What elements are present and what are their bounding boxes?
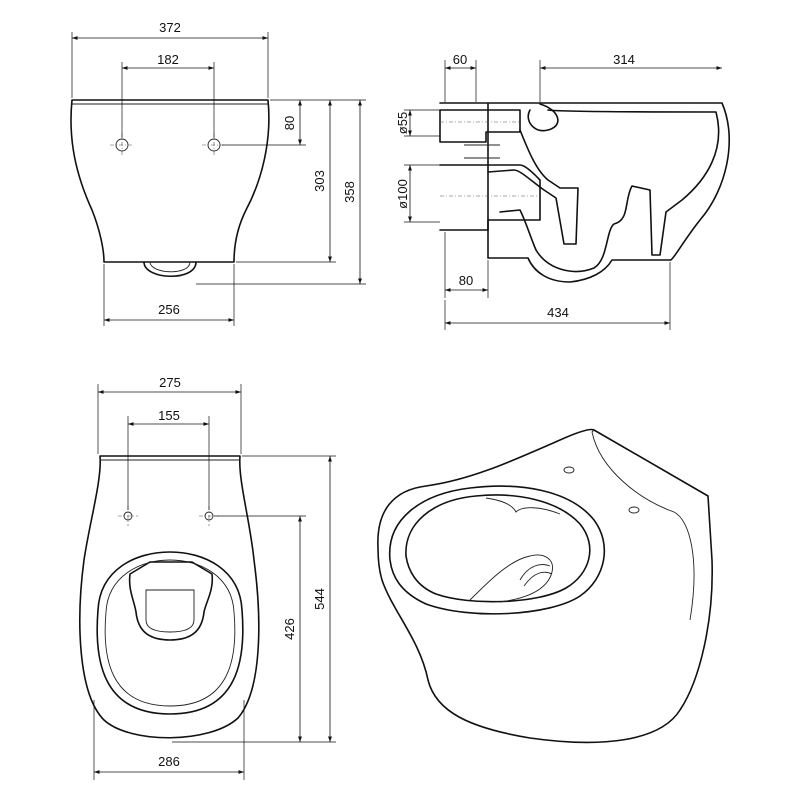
dim-front-hole-height: 80: [282, 116, 297, 130]
perspective-bowl-interior: [469, 554, 553, 603]
perspective-rim: [388, 485, 606, 615]
dim-side-overall-depth: 434: [547, 305, 569, 320]
side-view-outlet-pipe: [439, 164, 541, 231]
dim-top-hole-to-front: 426: [282, 618, 297, 640]
dim-front-base-width: 256: [158, 302, 180, 317]
dim-top-hole-spacing: 155: [158, 408, 180, 423]
dim-top-max-width: 286: [158, 754, 180, 769]
side-view-trap: [487, 129, 579, 245]
perspective-drain: [519, 564, 553, 587]
top-view-drain-opening: [145, 589, 195, 633]
top-view: 275 155 426 544 286: [79, 375, 336, 780]
dim-side-bowl-depth: 314: [613, 52, 635, 67]
perspective-mounting-hole-right: [628, 506, 640, 514]
dim-front-hole-spacing: 182: [157, 52, 179, 67]
dim-front-height-to-base: 303: [312, 170, 327, 192]
dim-top-back-width: 275: [159, 375, 181, 390]
perspective-outer-body: [377, 428, 713, 744]
top-view-outline: [79, 455, 260, 739]
top-view-seat: [96, 551, 244, 715]
perspective-view: [377, 428, 713, 744]
dim-front-overall-width: 372: [159, 20, 181, 35]
perspective-back-face: [591, 429, 695, 621]
side-view-outer-shell: [439, 102, 730, 283]
perspective-mounting-hole-left: [563, 466, 575, 474]
front-view-outlet-inner: [149, 261, 191, 273]
dim-side-outlet-diameter: ø100: [395, 179, 410, 209]
front-view-outlet: [143, 261, 197, 278]
dim-side-inlet-diameter: ø55: [395, 112, 410, 134]
top-view-seat-inner: [104, 559, 236, 707]
perspective-rim-channel: [485, 497, 561, 515]
dim-side-outlet-offset: 80: [459, 273, 473, 288]
side-view-bowl-interior: [499, 109, 720, 273]
dim-front-total-height: 358: [342, 181, 357, 203]
top-view-hinge-cover: [128, 561, 214, 641]
side-view-rim-channel: [527, 103, 559, 132]
front-view: 372 182 80 303 358 256: [70, 20, 366, 326]
dim-side-back-depth: 60: [453, 52, 467, 67]
perspective-bowl-opening: [405, 494, 591, 603]
front-view-body: [70, 99, 270, 263]
side-view-inlet-pipe: [439, 109, 521, 143]
side-section-view: 60 314 ø55 ø100 80 434: [395, 52, 730, 330]
dim-top-overall-length: 544: [312, 588, 327, 610]
